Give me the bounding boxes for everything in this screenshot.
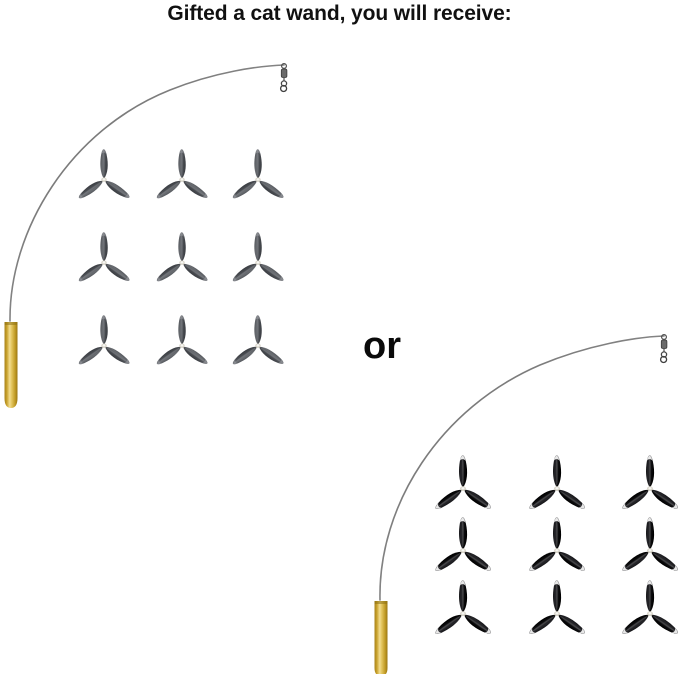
wand-black bbox=[374, 334, 668, 674]
feather-black-r3-c2 bbox=[522, 579, 592, 649]
swivel-clip-icon bbox=[279, 62, 288, 93]
or-separator-label: or bbox=[363, 325, 401, 367]
feather-black-r2-c3 bbox=[615, 516, 679, 586]
feather-gray-r2-c2 bbox=[150, 231, 214, 295]
feather-gray-r3-c3 bbox=[226, 314, 290, 378]
feather-black-r3-c1 bbox=[428, 579, 498, 649]
wand-gray bbox=[4, 62, 288, 408]
feather-black-r3-c3 bbox=[615, 579, 679, 649]
page-title: Gifted a cat wand, you will receive: bbox=[167, 2, 512, 25]
feather-gray-r3-c1 bbox=[72, 314, 136, 378]
feather-gray-r3-c2 bbox=[150, 314, 214, 378]
feather-black-r1-c1 bbox=[428, 454, 498, 524]
wand-handle-icon bbox=[374, 601, 388, 674]
feather-gray-r1-c1 bbox=[72, 148, 136, 212]
wand-handle-icon bbox=[4, 322, 18, 408]
swivel-clip-icon bbox=[659, 334, 668, 364]
feather-black-r2-c2 bbox=[522, 516, 592, 586]
wand-rod-icon bbox=[379, 335, 665, 601]
feather-gray-r2-c1 bbox=[72, 231, 136, 295]
feather-black-r1-c3 bbox=[615, 454, 679, 524]
feather-black-r1-c2 bbox=[522, 454, 592, 524]
feather-black-r2-c1 bbox=[428, 516, 498, 586]
feather-gray-r1-c3 bbox=[226, 148, 290, 212]
wand-rod-icon bbox=[9, 64, 285, 322]
feather-gray-r1-c2 bbox=[150, 148, 214, 212]
feather-gray-r2-c3 bbox=[226, 231, 290, 295]
